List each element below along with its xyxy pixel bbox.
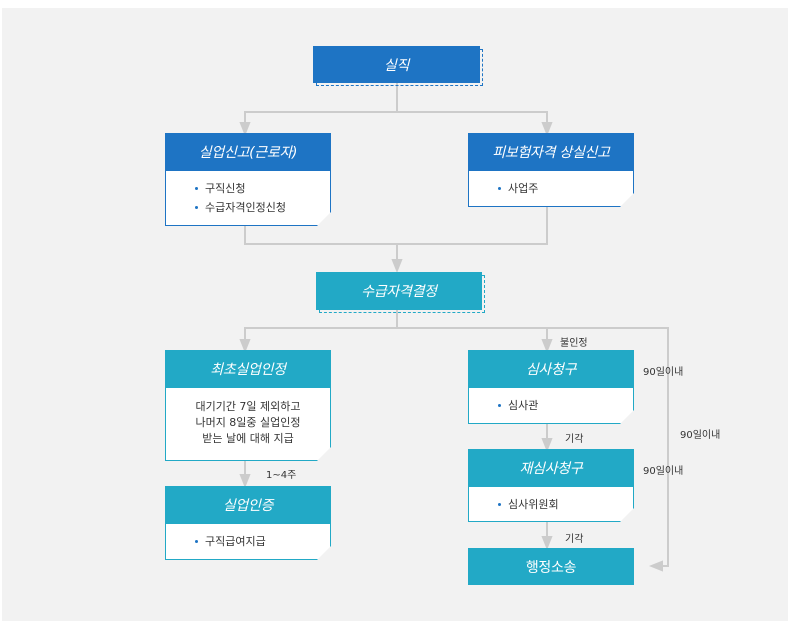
weeks-label: 1~4주	[266, 470, 297, 481]
initial-recognition-header: 최초실업인정	[165, 350, 331, 388]
rejection-label: 불인정	[560, 338, 588, 349]
description-line: 나머지 8일중 실업인정	[195, 416, 301, 429]
rereview-request-title: 재심사청구	[519, 461, 583, 477]
list-item: 심사위원회	[498, 495, 559, 514]
diagram-background	[2, 8, 788, 621]
connector-to-report	[239, 111, 397, 136]
review-request-title: 심사청구	[525, 362, 577, 378]
corner-fold	[620, 508, 634, 522]
unemployment-report-title: 실업신고(근로자)	[198, 145, 298, 161]
administrative-litigation-title: 행정소송	[525, 559, 577, 576]
insurance-loss-report-header: 피보험자격 상실신고	[468, 133, 634, 171]
review-request-items: 심사관	[498, 396, 538, 415]
within-90-days-label-1: 90일이내	[643, 367, 684, 378]
connector-to-litigation-side	[547, 327, 669, 572]
rereview-request-body: 심사위원회	[468, 487, 634, 522]
within-90-days-label-3: 90일이내	[643, 466, 684, 477]
insurance-loss-report-body: 사업주	[468, 171, 634, 207]
eligibility-decision-node: 수급자격결정	[316, 272, 485, 313]
dismissal-label-2: 기각	[565, 534, 584, 545]
administrative-litigation-node: 행정소송	[468, 548, 634, 585]
description-line: 받는 날에 대해 지급	[202, 432, 294, 445]
job-loss-node: 실직	[313, 46, 483, 86]
connector-insurance-merge	[397, 207, 548, 245]
unemployment-certification-title: 실업인증	[222, 498, 274, 514]
unemployment-report-header: 실업신고(근로자)	[165, 133, 331, 171]
connector-report-merge	[244, 226, 397, 245]
rereview-request-items: 심사위원회	[498, 495, 559, 514]
corner-fold	[317, 546, 331, 560]
unemployment-certification-body: 구직급여지급	[165, 524, 331, 560]
corner-fold	[317, 212, 331, 226]
connector-to-review	[397, 327, 553, 353]
initial-recognition-title: 최초실업인정	[210, 362, 286, 378]
list-item: 수급자격인정신청	[195, 198, 286, 217]
unemployment-certification-header: 실업인증	[165, 486, 331, 524]
description-line: 대기기간 7일 제외하고	[195, 400, 301, 413]
within-90-days-label-2: 90일이내	[680, 430, 721, 441]
dismissal-label-1: 기각	[565, 434, 584, 445]
rereview-request-header: 재심사청구	[468, 449, 634, 487]
corner-fold	[620, 193, 634, 207]
unemployment-report-body: 구직신청 수급자격인정신청	[165, 171, 331, 226]
review-request-header: 심사청구	[468, 350, 634, 388]
connector-to-insurance	[397, 111, 553, 136]
corner-fold	[317, 447, 331, 461]
initial-recognition-body: 대기기간 7일 제외하고 나머지 8일중 실업인정 받는 날에 대해 지급	[165, 388, 331, 461]
corner-fold	[620, 410, 634, 424]
initial-recognition-description: 대기기간 7일 제외하고 나머지 8일중 실업인정 받는 날에 대해 지급	[166, 399, 330, 447]
insurance-loss-report-items: 사업주	[498, 179, 538, 198]
unemployment-report-items: 구직신청 수급자격인정신청	[195, 179, 286, 217]
review-request-body: 심사관	[468, 388, 634, 424]
list-item: 구직급여지급	[195, 532, 266, 551]
unemployment-certification-items: 구직급여지급	[195, 532, 266, 551]
job-loss-title: 실직	[383, 57, 410, 74]
list-item: 심사관	[498, 396, 538, 415]
eligibility-decision-title: 수급자격결정	[361, 284, 437, 300]
insurance-loss-report-title: 피보험자격 상실신고	[492, 145, 610, 161]
connector-to-initial	[239, 327, 397, 353]
list-item: 구직신청	[195, 179, 286, 198]
list-item: 사업주	[498, 179, 538, 198]
